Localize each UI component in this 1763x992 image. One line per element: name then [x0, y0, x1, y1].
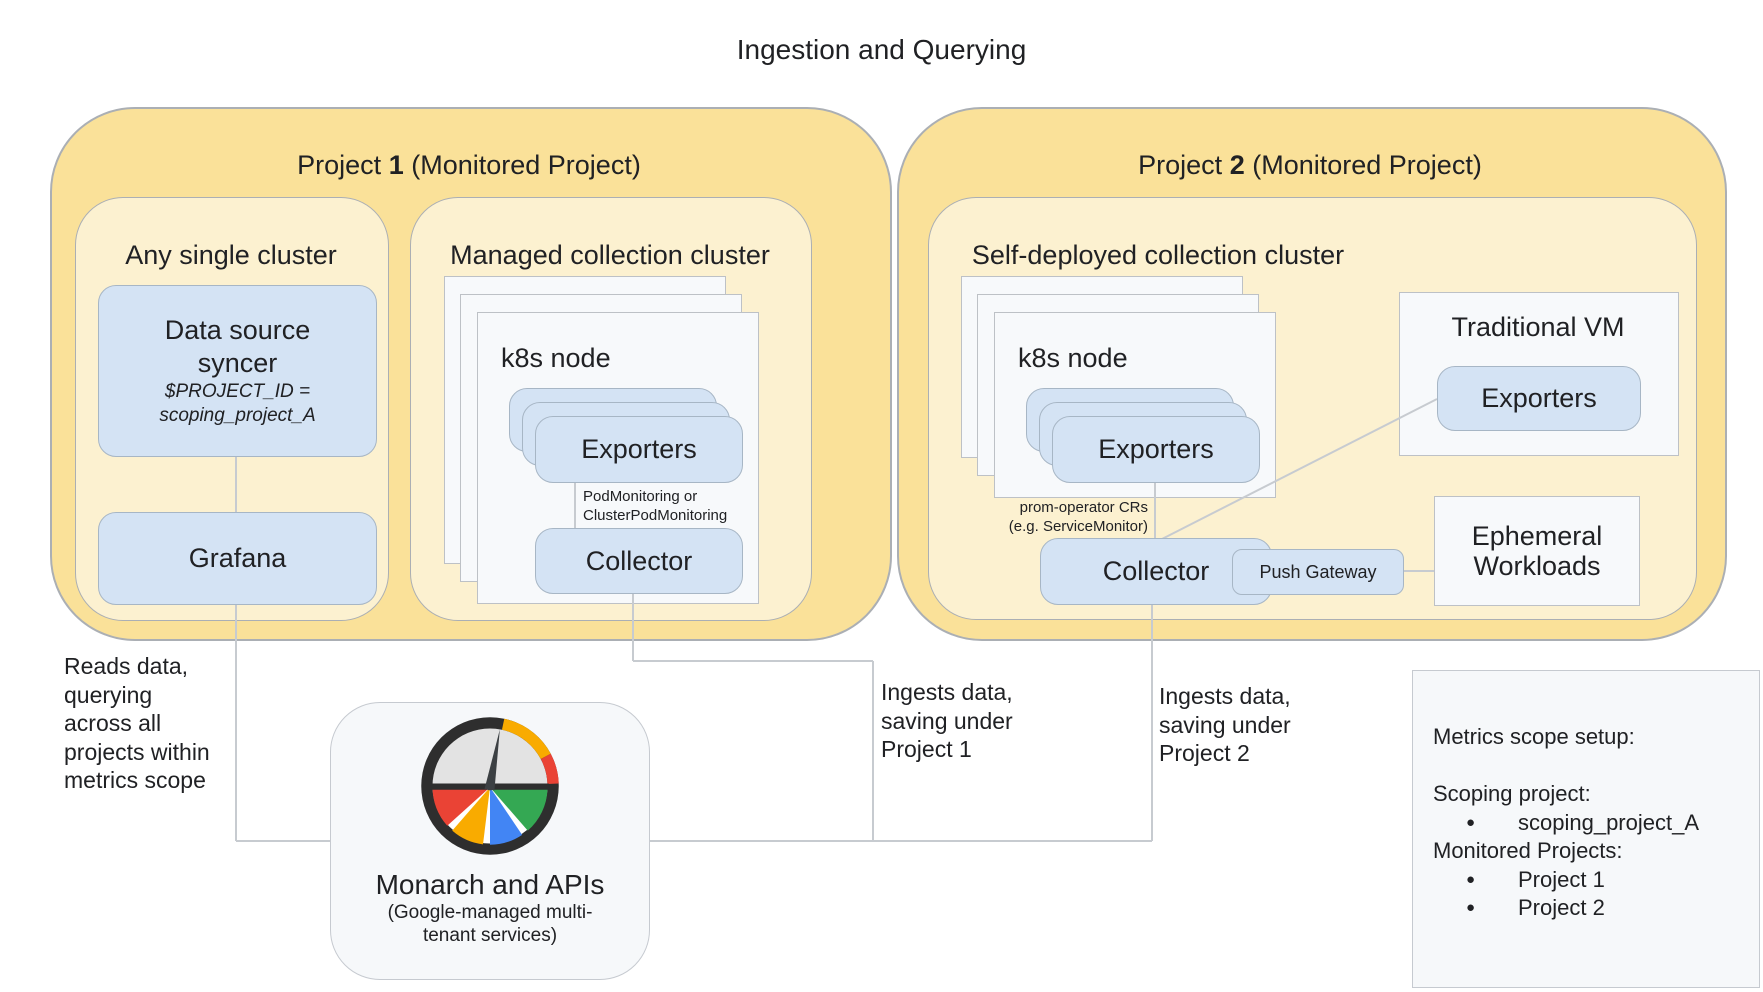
annotation-reads-data: Reads data, querying across all projects…: [64, 652, 244, 795]
metrics-scope-content: Metrics scope setup: Scoping project: ● …: [1433, 723, 1759, 923]
monitored-project-item: ● Project 2: [1433, 894, 1759, 923]
bullet-icon: ●: [1466, 813, 1476, 831]
project1-header: Project 1 (Monitored Project): [50, 150, 888, 181]
self-deployed-cluster-title: Self-deployed collection cluster: [971, 240, 1345, 270]
project2-header-prefix: Project: [1138, 150, 1230, 180]
annotation-ingest-project2: Ingests data, saving under Project 2: [1159, 682, 1329, 768]
line-vm-exporters-to-collector: [1161, 398, 1438, 540]
vm-exporters-box: Exporters: [1437, 366, 1641, 431]
managed-cluster-title: Managed collection cluster: [450, 240, 770, 270]
annotation-line: Project 2: [1159, 740, 1250, 766]
exporters-box-p2: Exporters: [1052, 416, 1260, 483]
annotation-line: saving under: [1159, 711, 1291, 738]
monarch-label: Monarch and APIs: [375, 869, 605, 900]
project1-header-number: 1: [388, 150, 404, 180]
annotation-line: querying: [64, 681, 153, 708]
bullet-icon: ●: [1466, 899, 1476, 916]
bullet-icon: ●: [1466, 870, 1476, 888]
grafana-box: Grafana: [98, 512, 377, 605]
k8s-node-label-p1: k8s node: [501, 343, 611, 373]
project1-header-suffix: (Monitored Project): [403, 150, 641, 180]
annotation-line: metrics scope: [64, 767, 206, 793]
annotation-line: Ingests data,: [881, 679, 1013, 705]
annotation-line: Reads data,: [64, 653, 189, 679]
k8s-node-label-p2: k8s node: [1018, 343, 1128, 373]
scoping-project-label: Scoping project:: [1433, 781, 1591, 806]
annotation-line: across all: [64, 710, 162, 736]
monitored-projects-label: Monitored Projects:: [1433, 838, 1623, 863]
data-source-syncer-sub-line1: $PROJECT_ID =: [164, 381, 311, 402]
annotation-line: saving under: [881, 707, 1013, 734]
annotation-line: projects within: [64, 738, 210, 765]
metrics-scope-panel: Metrics scope setup: Scoping project: ● …: [1412, 670, 1760, 988]
monarch-sublabel: (Google-managed multi-tenant services): [387, 902, 593, 946]
any-single-cluster-title: Any single cluster: [125, 240, 337, 270]
metrics-scope-heading: Metrics scope setup:: [1433, 724, 1635, 749]
prom-operator-note-line1: prom-operator CRs: [1019, 499, 1148, 516]
monitored-project-value: Project 2: [1518, 895, 1605, 920]
monarch-box: Monarch and APIs (Google-managed multi-t…: [330, 702, 650, 980]
pod-monitoring-note-line2: ClusterPodMonitoring: [583, 507, 728, 524]
project2-header: Project 2 (Monitored Project): [897, 150, 1723, 181]
scoping-project-item: ● scoping_project_A: [1433, 809, 1759, 838]
prom-operator-note-line2: (e.g. ServiceMonitor): [1008, 518, 1148, 535]
prom-operator-note: prom-operator CRs (e.g. ServiceMonitor): [948, 498, 1148, 536]
monitored-project-item: ● Project 1: [1433, 866, 1759, 895]
collector-box-p1: Collector: [535, 528, 743, 594]
data-source-syncer-label: Data source syncer: [164, 315, 311, 378]
pod-monitoring-note: PodMonitoring or ClusterPodMonitoring: [583, 487, 727, 525]
prometheus-gauge-icon: [421, 717, 559, 855]
annotation-line: Ingests data,: [1159, 683, 1291, 709]
pod-monitoring-note-line1: PodMonitoring or: [583, 488, 698, 505]
monitored-project-value: Project 1: [1518, 866, 1605, 892]
project1-header-prefix: Project: [297, 150, 389, 180]
diagram-title: Ingestion and Querying: [736, 34, 1027, 65]
ephemeral-workloads-label: Ephemeral Workloads: [1471, 521, 1603, 581]
annotation-ingest-project1: Ingests data, saving under Project 1: [881, 678, 1051, 764]
push-gateway-box: Push Gateway: [1232, 549, 1404, 595]
project2-header-number: 2: [1229, 150, 1245, 180]
annotation-line: Project 1: [881, 736, 972, 762]
ephemeral-workloads-box: Ephemeral Workloads: [1434, 496, 1640, 606]
exporters-box-p1: Exporters: [535, 416, 743, 483]
data-source-syncer-box: Data source syncer $PROJECT_ID = scoping…: [98, 285, 377, 457]
project2-header-suffix: (Monitored Project): [1244, 150, 1482, 180]
traditional-vm-title: Traditional VM: [1451, 312, 1625, 342]
spacer: [1433, 752, 1759, 781]
scoping-project-value: scoping_project_A: [1518, 809, 1700, 835]
data-source-syncer-sub-line2: scoping_project_A: [159, 405, 316, 426]
